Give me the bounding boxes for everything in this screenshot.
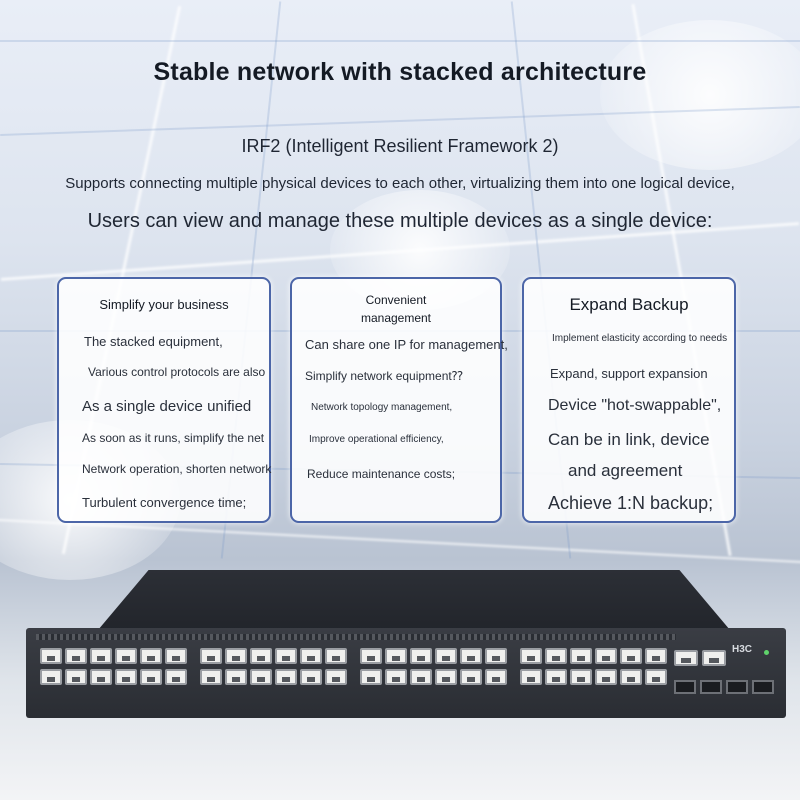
sfp-port [674,680,696,694]
description-line-2: Users can view and manage these multiple… [87,210,713,232]
card-line: and agreement [568,461,683,480]
card-title: Convenient management [292,291,500,327]
card-title: Simplify your business [99,297,229,312]
switch-front-panel: H3C [26,628,786,718]
card-line: Turbulent convergence time; [82,495,247,510]
ethernet-port-block [40,648,187,685]
card-simplify-business: Simplify your business The stacked equip… [57,277,271,523]
card-line: The stacked equipment, [84,334,223,349]
ethernet-port-block [520,648,667,685]
card-line: Improve operational efficiency, [309,434,444,445]
uplink-ports [674,650,726,666]
status-led [764,650,769,655]
card-title-line-2: management [360,311,432,325]
vent-grille [36,634,676,640]
card-line: Various control protocols are also [88,365,266,379]
card-line: Can be in link, device [548,430,710,449]
page-title: Stable network with stacked architecture [153,58,647,86]
card-line: Achieve 1:N backup; [548,493,714,513]
description-line-1: Supports connecting multiple physical de… [65,175,735,192]
card-convenient-management: Convenient management Can share one IP f… [290,277,508,523]
card-line: As a single device unified [82,398,252,415]
card-line: Simplify network equipment⁇ [305,369,463,383]
card-expand-backup: Expand Backup Implement elasticity accor… [522,277,736,523]
network-switch-icon: H3C [26,570,786,718]
card-title: Expand Backup [569,295,689,314]
card-line: Network topology management, [311,402,453,413]
card-line: Device "hot-swappable", [548,397,722,414]
ethernet-port-block [200,648,347,685]
card-line: Expand, support expansion [550,366,708,381]
irf-heading: IRF2 (Intelligent Resilient Framework 2) [241,136,559,156]
sfp-port [752,680,774,694]
sfp-port [726,680,748,694]
card-line: Can share one IP for management, [305,337,508,352]
switch-chassis-top [98,570,730,630]
card-title-line-1: Convenient [365,293,427,307]
brand-logo: H3C [732,644,753,655]
sfp-port [700,680,722,694]
card-line: Network operation, shorten network [82,462,272,476]
ethernet-port-block [360,648,507,685]
card-line: Reduce maintenance costs; [307,467,456,481]
card-line: As soon as it runs, simplify the net [82,431,265,445]
card-line: Implement elasticity according to needs [552,333,728,344]
